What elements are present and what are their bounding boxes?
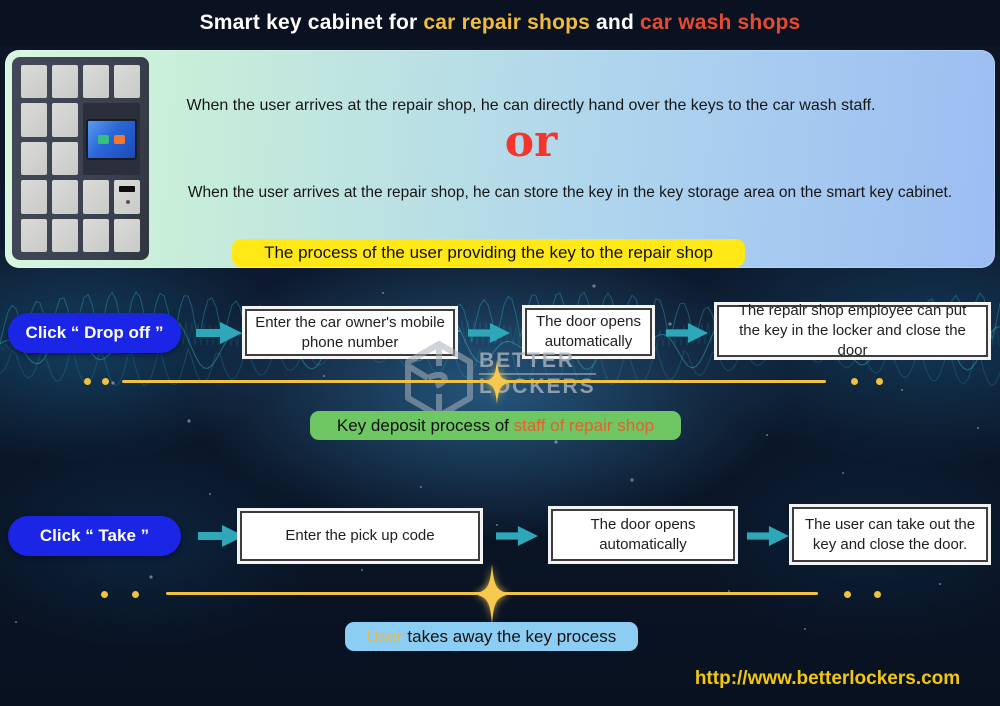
decor-dot: [101, 591, 108, 598]
take-step-2: The door opens automatically: [551, 509, 735, 561]
take-button: Click “ Take ”: [8, 516, 181, 556]
arrow-right-icon: [468, 322, 510, 344]
locker-door: [83, 180, 109, 214]
diamond-sparkle-icon: [474, 564, 510, 624]
intro-option-2: When the user arrives at the repair shop…: [187, 184, 953, 201]
locker-door: [21, 141, 47, 176]
decor-dot: [876, 378, 883, 385]
decor-dot: [851, 378, 858, 385]
take-step-3: The user can take out the key and close …: [792, 507, 988, 562]
take-step-1: Enter the pick up code: [240, 511, 480, 561]
title-highlight-wash: car wash shops: [640, 11, 801, 34]
or-word: or: [504, 116, 558, 167]
locker-door: [52, 65, 78, 99]
take-caption: User takes away the key process: [345, 622, 638, 651]
key-cabinet-lockers: [21, 65, 140, 252]
decor-dot: [84, 378, 91, 385]
process-banner: The process of the user providing the ke…: [232, 239, 745, 267]
decor-dot: [102, 378, 109, 385]
diamond-sparkle-icon: [482, 360, 512, 404]
title-highlight-repair: car repair shops: [423, 11, 591, 34]
locker-door: [114, 65, 140, 99]
locker-door: [83, 65, 109, 99]
title-part2: and: [590, 11, 641, 34]
cabinet-screen: [83, 103, 140, 176]
deposit-caption-orange: staff of repair shop: [513, 415, 655, 435]
arrow-right-icon: [196, 322, 242, 344]
decor-dot: [874, 591, 881, 598]
deposit-step-2: The door opens automatically: [525, 308, 652, 356]
deposit-caption: Key deposit process of staff of repair s…: [310, 411, 681, 440]
arrow-right-icon: [496, 525, 538, 547]
locker-door: [114, 218, 140, 252]
locker-door: [21, 103, 47, 137]
take-caption-black: takes away the key process: [402, 626, 617, 646]
locker-door: [52, 141, 78, 176]
intro-option-1: When the user arrives at the repair shop…: [186, 97, 876, 114]
title-bar: Smart key cabinet for car repair shops a…: [0, 0, 1000, 46]
watermark-line1: BETTER: [479, 349, 575, 372]
locker-door: [52, 180, 78, 214]
deposit-caption-black: Key deposit process of: [336, 415, 514, 435]
locker-door: [21, 218, 47, 252]
locker-door: [21, 65, 47, 99]
separator-line: [122, 380, 826, 383]
deposit-step-3: The repair shop employee can put the key…: [717, 302, 988, 359]
cabinet-dispenser: [114, 180, 140, 214]
locker-door: [83, 218, 109, 252]
betterlockers-logo-icon: [405, 341, 473, 419]
arrow-right-icon: [747, 525, 789, 547]
intro-panel: [5, 50, 995, 268]
take-caption-gold: User: [366, 626, 403, 646]
arrow-right-icon: [198, 525, 244, 547]
locker-door: [52, 103, 78, 137]
decor-dot: [844, 591, 851, 598]
drop-off-button: Click “ Drop off ”: [8, 313, 181, 353]
arrow-right-icon: [666, 322, 708, 344]
decor-dot: [132, 591, 139, 598]
title-part1: Smart key cabinet for: [199, 11, 424, 34]
deposit-step-1: Enter the car owner's mobile phone numbe…: [245, 309, 455, 356]
key-cabinet-illustration: [12, 57, 149, 260]
locker-door: [21, 180, 47, 214]
website-link[interactable]: http://www.betterlockers.com: [694, 668, 961, 689]
locker-door: [52, 218, 78, 252]
cabinet-screen-display: [86, 118, 137, 160]
